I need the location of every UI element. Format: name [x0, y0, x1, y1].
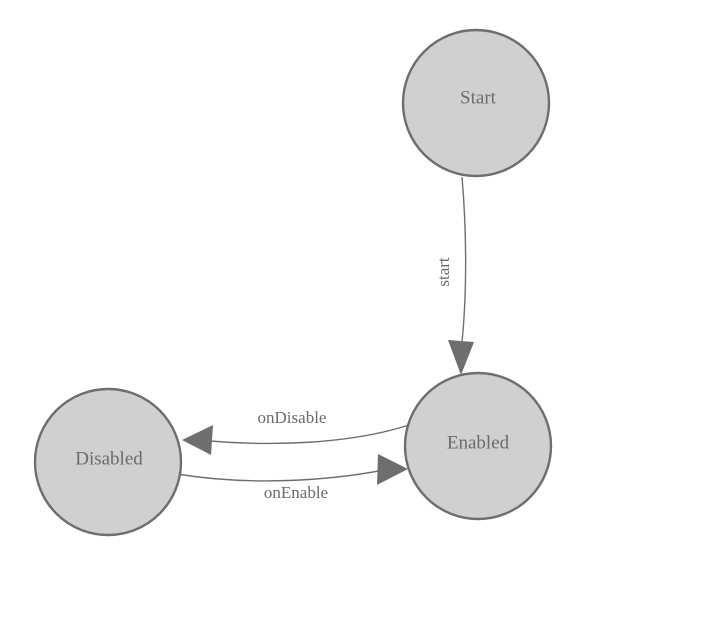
edge-enabled-to-disabled[interactable]: onDisable [182, 408, 410, 455]
edge-disabled-to-enabled[interactable]: onEnable [176, 454, 408, 502]
state-node-start[interactable]: Start [401, 28, 551, 178]
state-node-enabled-circle [403, 371, 553, 521]
state-node-start-label: Start [460, 87, 497, 108]
edge-label-start: start [434, 257, 453, 287]
state-node-disabled-label: Disabled [75, 448, 143, 469]
state-node-start-circle [401, 28, 551, 178]
edge-enabled-to-disabled-path [199, 424, 410, 445]
edge-label-on-enable: onEnable [264, 483, 328, 502]
edge-label-on-disable: onDisable [258, 408, 327, 427]
edge-start-to-enabled[interactable]: start [434, 176, 474, 375]
state-node-enabled-label: Enabled [447, 432, 510, 453]
arrowhead-right-icon [377, 454, 408, 485]
state-node-enabled[interactable]: Enabled [403, 371, 553, 521]
state-node-disabled[interactable]: Disabled [33, 387, 183, 537]
arrowhead-left-icon [182, 425, 213, 455]
edge-disabled-to-enabled-path [176, 468, 390, 482]
edge-start-to-enabled-path [460, 176, 467, 352]
arrowhead-down-icon [448, 340, 474, 375]
state-node-disabled-circle [33, 387, 183, 537]
